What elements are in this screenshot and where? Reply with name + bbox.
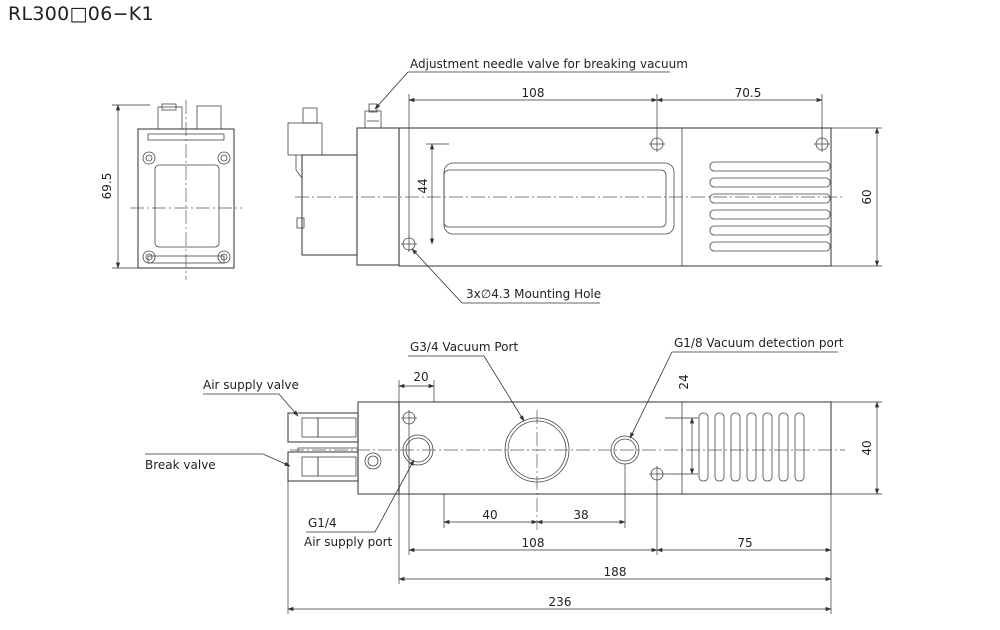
end-view: 69.5 <box>100 100 242 280</box>
dim-70-5: 70.5 <box>735 86 762 100</box>
dim-60: 60 <box>860 189 874 204</box>
silencer-slots-front <box>698 412 805 482</box>
dim-24: 24 <box>677 374 691 389</box>
drawing-title: RL300□06−K1 <box>8 3 154 25</box>
dim-236: 236 <box>549 595 572 609</box>
air-port-label: Air supply port <box>304 535 393 549</box>
dim-108-front: 108 <box>522 536 545 550</box>
front-view: 20 24 40 40 38 108 75 188 236 <box>145 336 882 614</box>
dim-75: 75 <box>737 536 752 550</box>
air-supply-valve-label: Air supply valve <box>203 378 299 392</box>
dim-38: 38 <box>573 508 588 522</box>
mounting-hole <box>401 136 830 252</box>
dim-44: 44 <box>416 178 430 193</box>
dim-40: 40 <box>482 508 497 522</box>
dim-108-top: 108 <box>522 86 545 100</box>
mounting-hole-label: 3x∅4.3 Mounting Hole <box>466 287 601 301</box>
dim-20: 20 <box>413 370 428 384</box>
top-view: 108 70.5 44 60 Adjustment needle valve f… <box>287 57 882 304</box>
needle-valve-label: Adjustment needle valve for breaking vac… <box>410 57 688 71</box>
dim-188: 188 <box>604 565 627 579</box>
detection-port-label: G1/8 Vacuum detection port <box>674 336 844 350</box>
dim-40-height: 40 <box>860 440 874 455</box>
break-valve-label: Break valve <box>145 458 216 472</box>
end-view-screw <box>142 151 231 264</box>
air-port-thread: G1/4 <box>308 516 337 530</box>
silencer-slots <box>709 161 831 252</box>
vacuum-port-label: G3/4 Vacuum Port <box>410 340 518 354</box>
dim-69-5: 69.5 <box>100 173 114 200</box>
